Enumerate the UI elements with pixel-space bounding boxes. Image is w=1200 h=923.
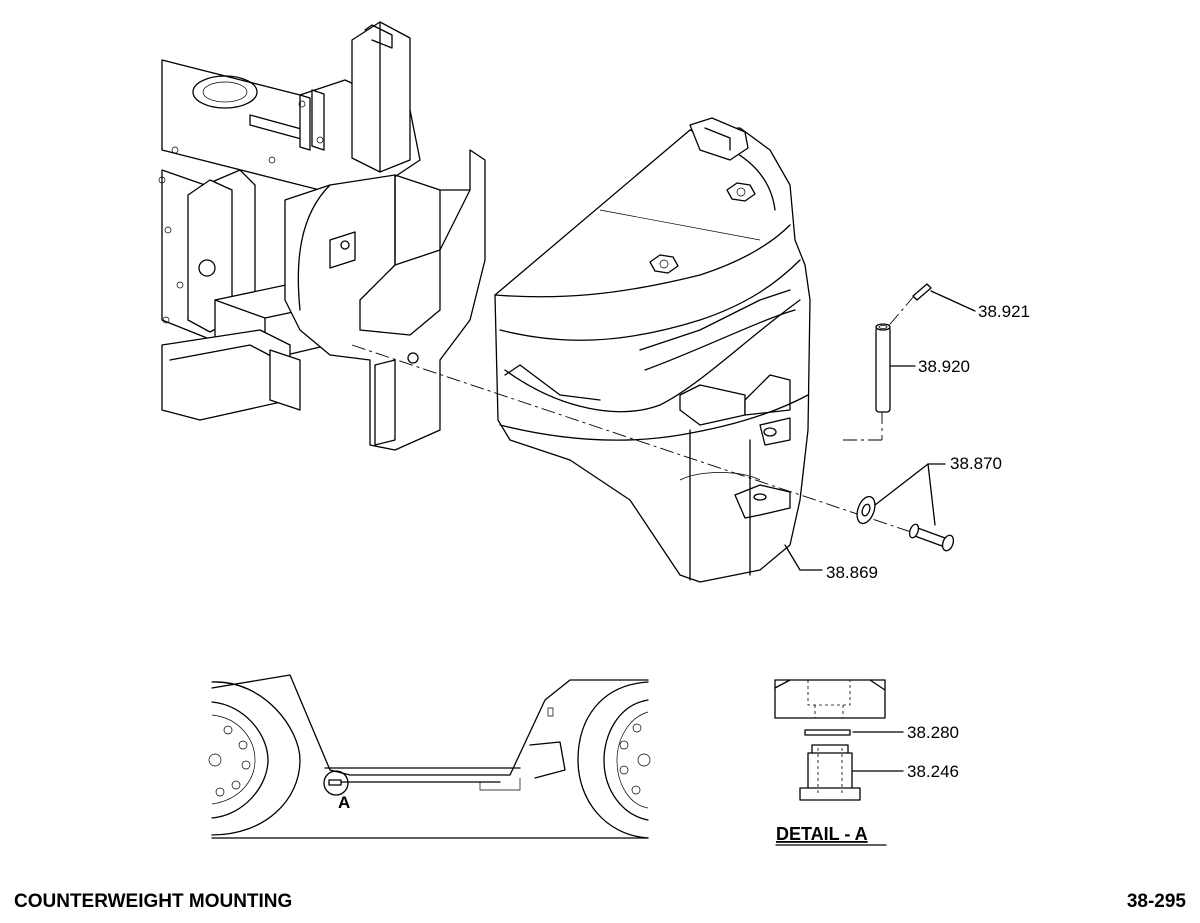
roll-pin-drawing bbox=[912, 283, 932, 301]
diagram-title: COUNTERWEIGHT MOUNTING bbox=[14, 891, 292, 912]
truck-frame-drawing bbox=[158, 21, 486, 451]
detail-marker-letter: A bbox=[338, 793, 350, 812]
leader-lines bbox=[784, 290, 976, 772]
callout-38-921: 38.921 bbox=[978, 302, 1030, 321]
callout-38-920: 38.920 bbox=[918, 357, 970, 376]
detail-a-drawing bbox=[774, 679, 886, 801]
truck-side-view bbox=[208, 674, 651, 839]
page-number: 38-295 bbox=[1127, 891, 1187, 912]
callout-38-870: 38.870 bbox=[950, 454, 1002, 473]
detail-title: DETAIL - A bbox=[776, 824, 868, 844]
counterweight-drawing bbox=[494, 117, 811, 583]
bolt-drawing bbox=[908, 523, 955, 552]
callout-38-246: 38.246 bbox=[907, 762, 959, 781]
callout-38-869: 38.869 bbox=[826, 563, 878, 582]
pin-drawing bbox=[875, 323, 891, 413]
washer-drawing bbox=[856, 495, 876, 525]
callout-38-280: 38.280 bbox=[907, 723, 959, 742]
